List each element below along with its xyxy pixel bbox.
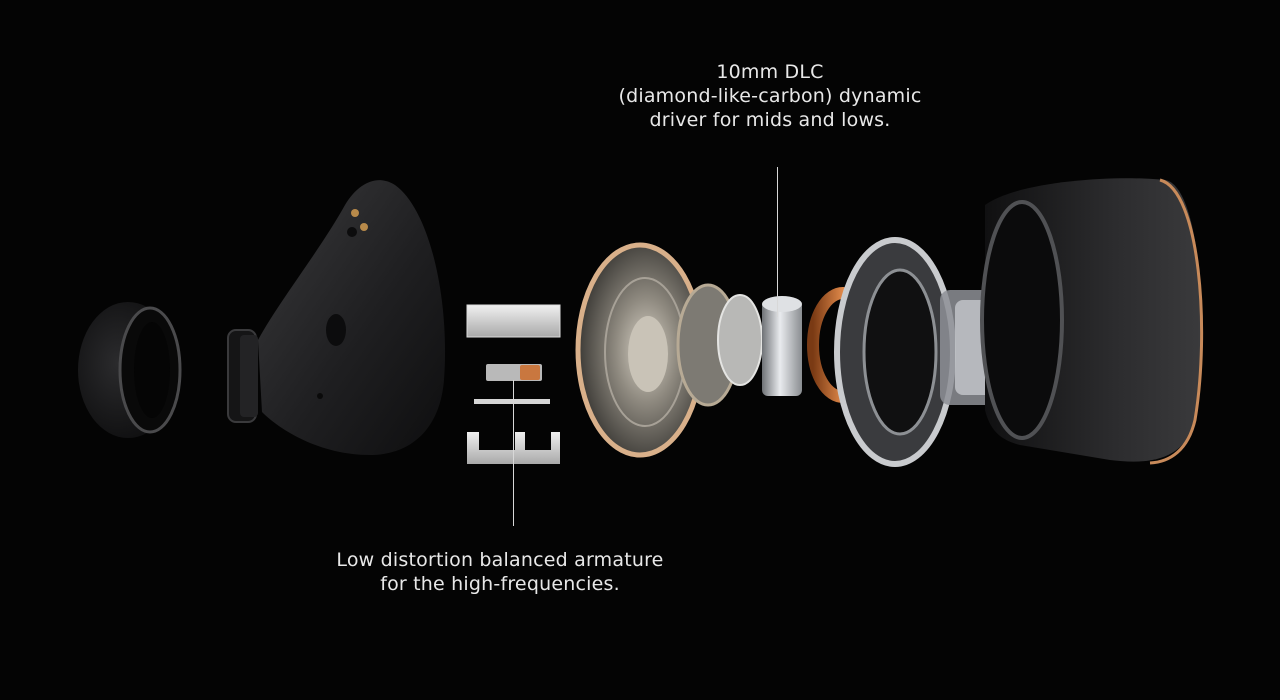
dynamic-driver-leader-line: [777, 167, 778, 317]
balanced-armature-callout-line-2: for the high-frequencies.: [380, 573, 620, 595]
dynamic-driver-diaphragm: [575, 242, 705, 458]
balanced-armature-leader-line: [513, 380, 514, 526]
magnet-cylinder: [762, 296, 802, 396]
driver-dome-layers: [676, 283, 763, 407]
balanced-armature-callout: Low distortion balanced armature for the…: [300, 548, 700, 596]
dynamic-driver-callout: 10mm DLC (diamond-like-carbon) dynamic d…: [560, 60, 980, 132]
driver-frame: [834, 237, 1005, 467]
dynamic-driver-callout-line-3: driver for mids and lows.: [649, 109, 891, 131]
dynamic-driver-callout-line-1: 10mm DLC: [716, 61, 824, 83]
earbud-shell: [227, 180, 446, 455]
ear-tip: [78, 302, 182, 438]
balanced-armature-callout-line-1: Low distortion balanced armature: [336, 549, 664, 571]
dynamic-driver-callout-line-2: (diamond-like-carbon) dynamic: [618, 85, 922, 107]
earbud-outer-cap: [980, 178, 1204, 465]
balanced-armature-assembly: [466, 304, 561, 464]
